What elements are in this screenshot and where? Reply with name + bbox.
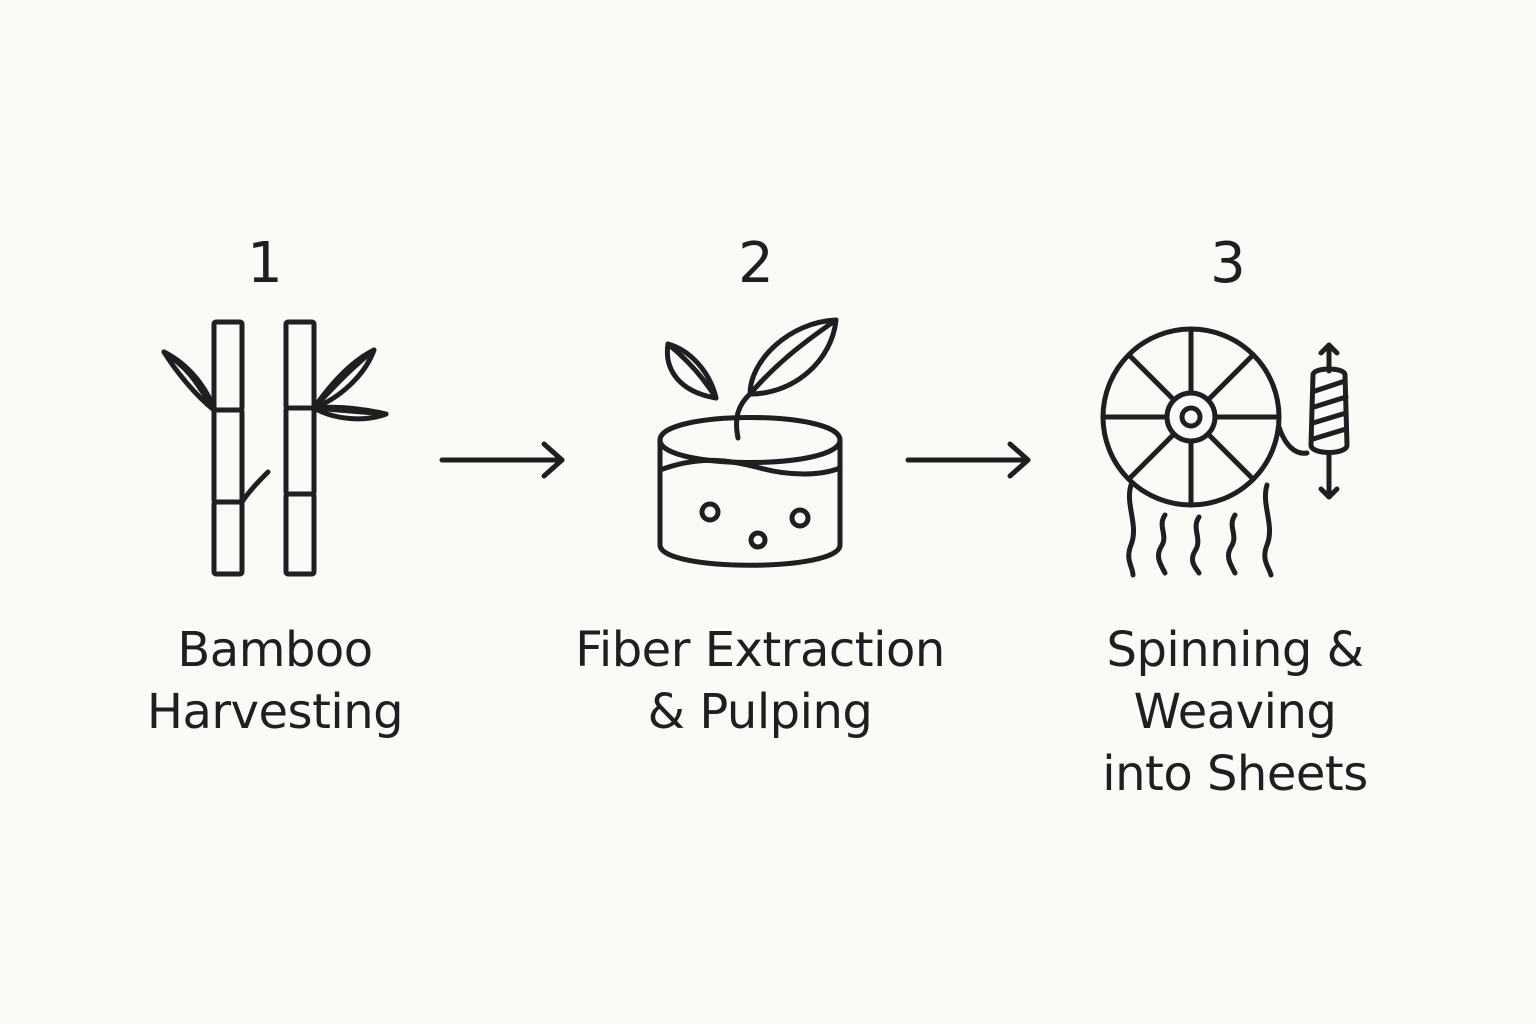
arrow-right-icon bbox=[439, 441, 565, 479]
step-number: 1 bbox=[247, 231, 283, 296]
step-label: Fiber Extraction & Pulping bbox=[540, 619, 980, 743]
step-label-line: Harvesting bbox=[146, 684, 404, 740]
step-label-line: Weaving bbox=[1133, 684, 1337, 740]
bamboo-icon bbox=[161, 319, 389, 577]
step-label: Bamboo Harvesting bbox=[100, 619, 450, 743]
arrow-right-icon bbox=[905, 441, 1031, 479]
step-label-line: into Sheets bbox=[1102, 746, 1368, 802]
step-label: Spinning & Weaving into Sheets bbox=[1060, 619, 1410, 805]
pulp-vat-icon bbox=[657, 317, 843, 568]
step-number: 3 bbox=[1210, 231, 1246, 296]
step-label-line: Bamboo bbox=[177, 622, 373, 678]
spinning-wheel-icon bbox=[1100, 326, 1350, 578]
step-label-line: Fiber Extraction bbox=[575, 622, 945, 678]
step-number: 2 bbox=[738, 231, 774, 296]
step-label-line: Spinning & bbox=[1106, 622, 1364, 678]
step-label-line: & Pulping bbox=[647, 684, 873, 740]
